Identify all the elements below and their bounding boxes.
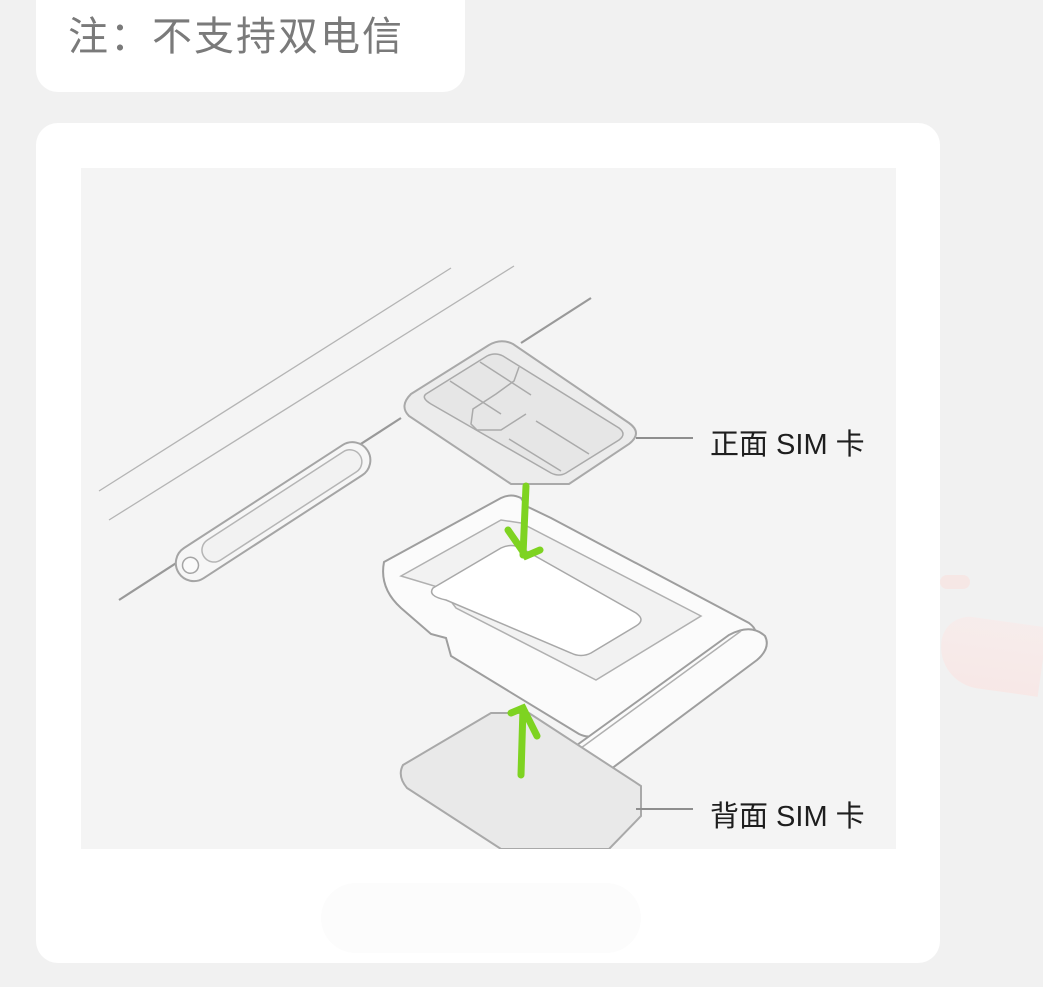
note-card: 注：不支持双电信	[36, 0, 465, 92]
note-text: 注：不支持双电信	[68, 14, 404, 60]
background-decoration	[940, 575, 970, 589]
front-sim-label: 正面 SIM 卡	[710, 429, 865, 461]
image-card: 正面 SIM 卡 背面 SIM 卡	[36, 123, 940, 963]
image-artifact	[321, 883, 641, 953]
back-sim-label: 背面 SIM 卡	[710, 801, 865, 833]
sim-tray-diagram-icon	[98, 265, 768, 849]
sim-tray-illustration: 正面 SIM 卡 背面 SIM 卡	[81, 168, 896, 849]
background-decoration	[935, 613, 1043, 697]
